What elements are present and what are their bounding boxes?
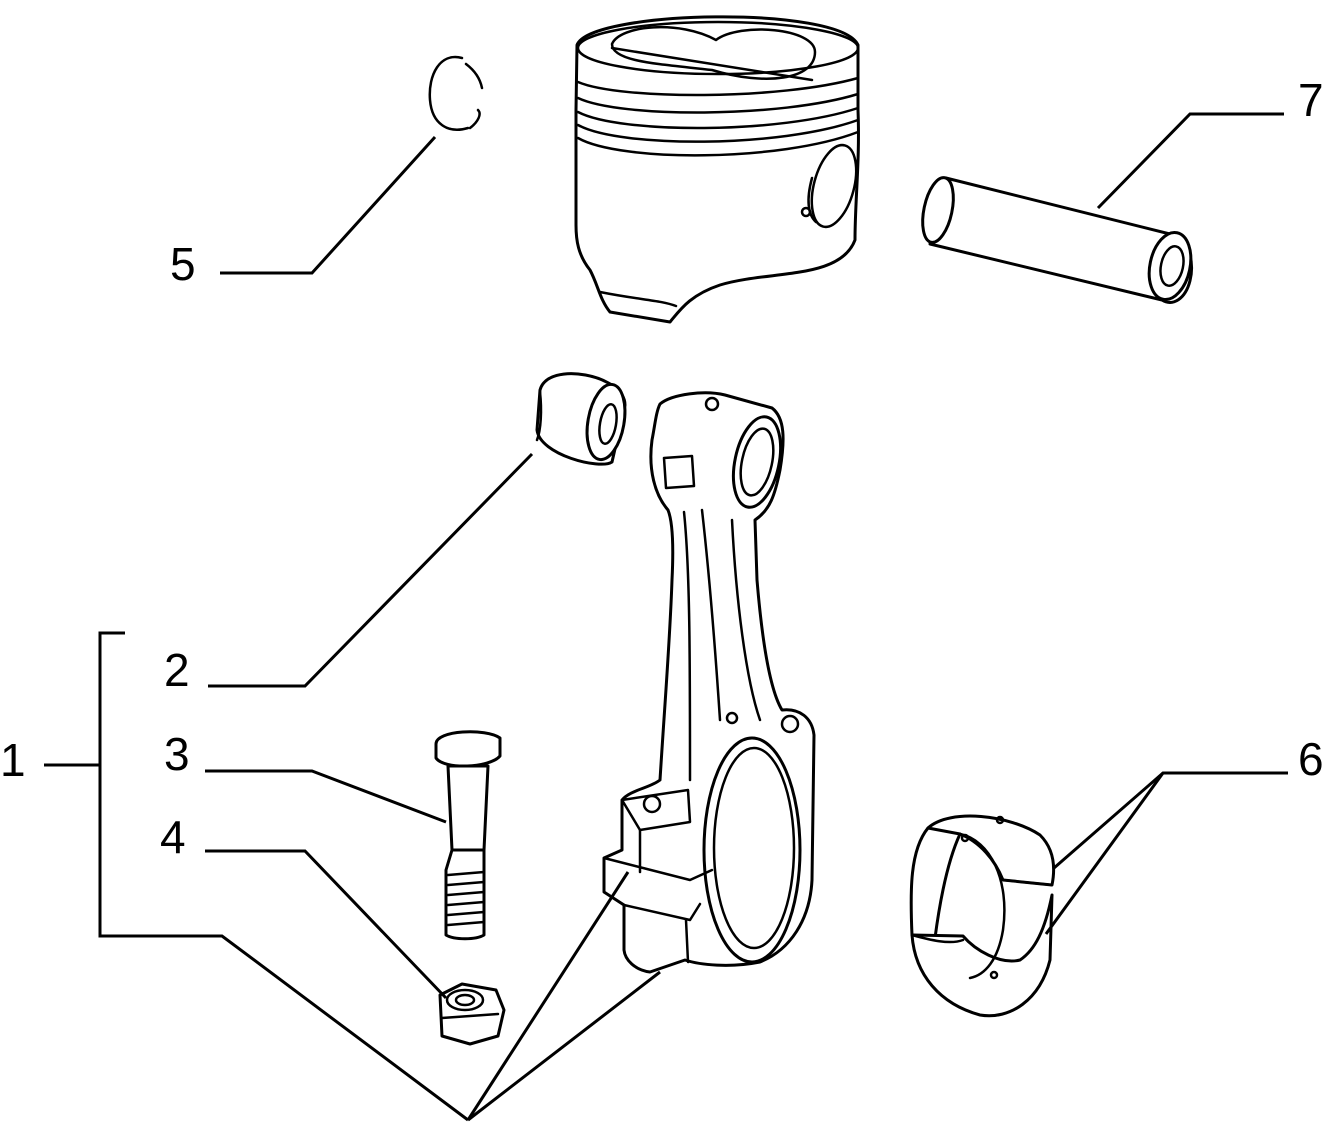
small-end-bushing <box>535 372 627 466</box>
piston-pin <box>921 176 1194 304</box>
callout-6: 6 <box>1298 733 1324 785</box>
circlip <box>428 55 484 131</box>
callout-4: 4 <box>160 811 186 863</box>
leader-5 <box>220 135 437 275</box>
bracket-1 <box>98 631 469 1122</box>
callout-5: 5 <box>170 238 196 290</box>
callout-7: 7 <box>1298 74 1324 126</box>
callout-1: 1 <box>0 734 26 786</box>
callout-3: 3 <box>164 728 190 780</box>
callout-2: 2 <box>164 644 190 696</box>
leader-1-rod-b <box>467 970 661 1122</box>
leader-6 <box>1053 771 1288 870</box>
big-end-bearing-shells <box>909 814 1055 1018</box>
leader-2 <box>208 452 534 688</box>
leader-4 <box>205 849 448 1000</box>
leader-3 <box>205 769 447 824</box>
rod-nut <box>438 982 506 1046</box>
leader-7 <box>1096 112 1284 210</box>
leader-lines <box>44 112 1288 1122</box>
leader-6b <box>1044 772 1165 935</box>
callout-labels: 1 2 3 4 5 6 7 <box>0 74 1324 863</box>
piston <box>574 15 860 324</box>
leader-1-rod-a <box>466 871 630 1121</box>
connecting-rod <box>602 391 816 974</box>
rod-bolt <box>434 730 502 941</box>
